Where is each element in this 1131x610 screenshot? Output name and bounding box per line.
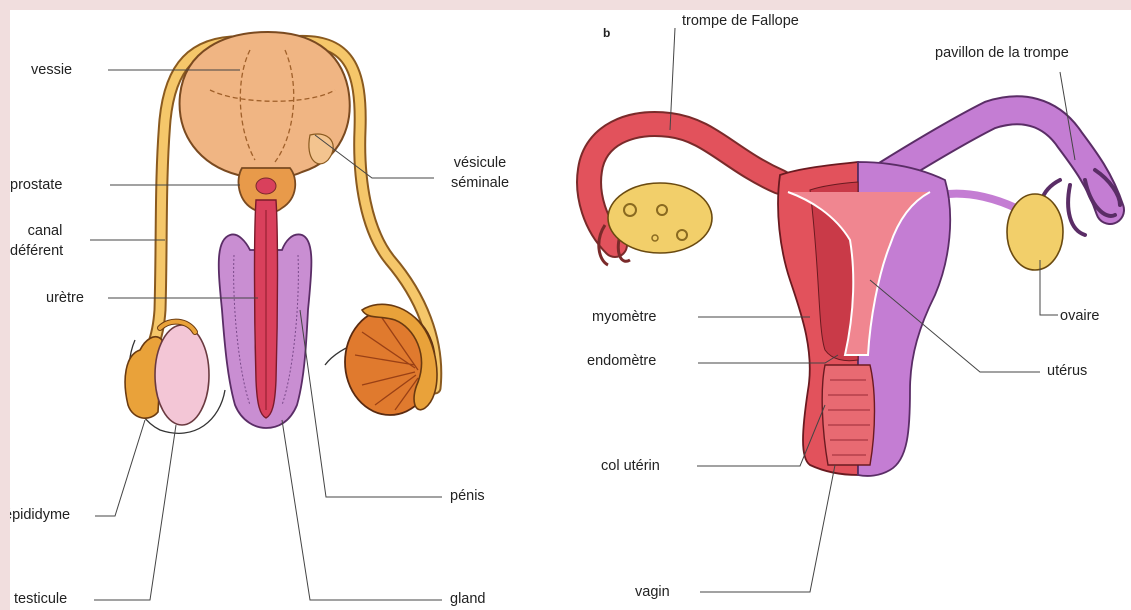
left-testicle-shape (155, 325, 209, 425)
label-col: col utérin (601, 458, 660, 475)
label-canal-line2: déférent (10, 243, 63, 260)
male-reproductive-illustration (125, 32, 437, 433)
label-myometre: myomètre (592, 309, 656, 326)
anatomy-diagram (10, 10, 1131, 610)
label-vesicule-line1: vésicule (435, 155, 525, 172)
label-ovaire: ovaire (1060, 308, 1100, 325)
label-vagin: vagin (635, 584, 670, 601)
label-vessie: vessie (31, 62, 72, 79)
label-gland: gland (450, 591, 485, 608)
right-ovary-shape (1007, 194, 1063, 270)
diagram-canvas: vessie prostate canal déférent urètre ép… (10, 10, 1131, 610)
label-pavillon: pavillon de la trompe (935, 45, 1069, 62)
label-testicule: testicule (14, 591, 67, 608)
label-uretre: urètre (46, 290, 84, 307)
left-ovary-shape (608, 183, 712, 253)
label-penis: pénis (450, 488, 485, 505)
panel-letter-b: b (603, 25, 610, 42)
label-vesicule-line2: séminale (435, 175, 525, 192)
label-prostate: prostate (10, 177, 62, 194)
label-epididyme: épididyme (10, 507, 70, 524)
label-uterus: utérus (1047, 363, 1087, 380)
label-trompe: trompe de Fallope (682, 13, 799, 30)
label-endometre: endomètre (587, 353, 656, 370)
label-canal-line1: canal (12, 223, 78, 240)
